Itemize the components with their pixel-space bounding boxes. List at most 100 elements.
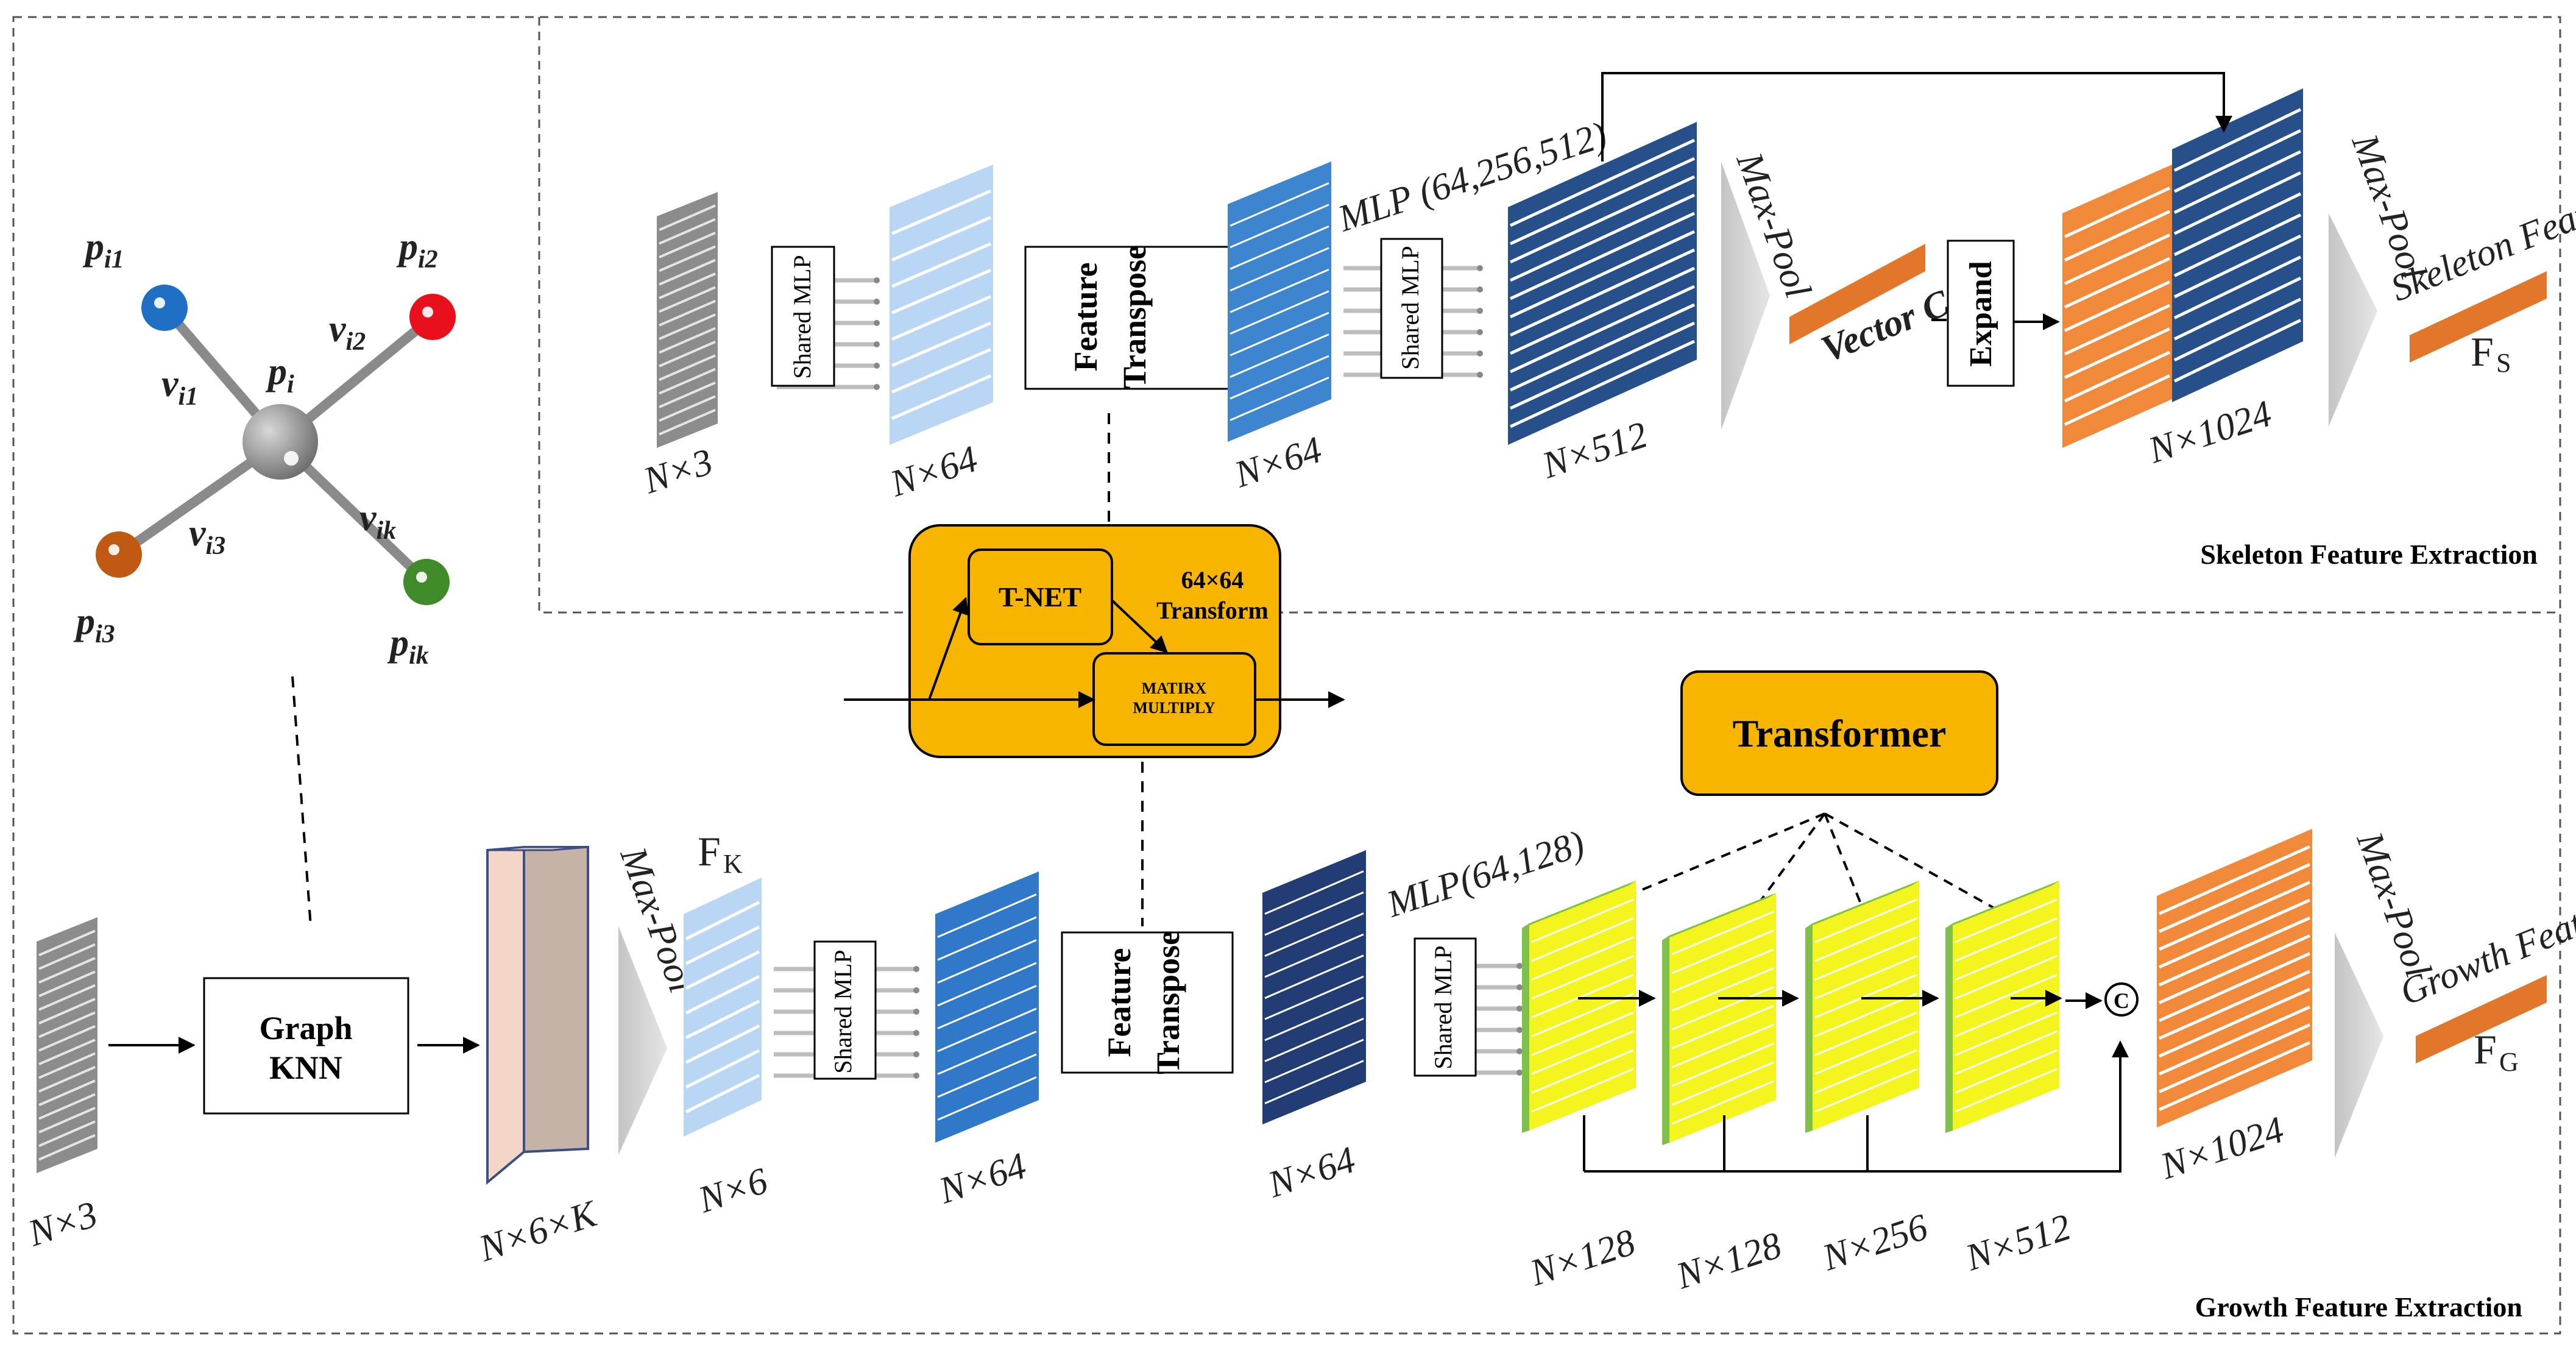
- skeleton-feature-transpose: Feature Transpose: [1024, 245, 1242, 390]
- skeleton-shared-mlp-1: Shared MLP: [771, 246, 880, 390]
- skeleton-skip-arrow: [1601, 72, 2232, 162]
- growth-shared-mlp-2: Shared MLP: [1414, 937, 1523, 1077]
- growth-dim-1024: N×1024: [2155, 1109, 2288, 1188]
- growth-maxpool-2-label: Max-Pool: [2349, 826, 2440, 983]
- growth-feature-bar: [2416, 975, 2547, 1063]
- dashed-link-graph: [291, 676, 312, 927]
- skeleton-shared-mlp-1-label: Shared MLP: [788, 255, 816, 378]
- growth-input-block: [37, 917, 97, 1173]
- transform-line2: Transform: [1156, 597, 1269, 624]
- growth-shared-mlp-1: Shared MLP: [774, 940, 919, 1080]
- edge-label-ik: vik: [359, 497, 396, 545]
- growth-ft-line1: Feature: [1101, 948, 1138, 1057]
- neighbor-point-icon-i2: [409, 294, 456, 340]
- growth-input-dim: N×3: [23, 1193, 102, 1254]
- transformer-box: Transformer: [1680, 670, 1998, 796]
- graph-knn-line2: KNN: [269, 1049, 342, 1086]
- growth-section-title: Growth Feature Extraction: [2195, 1291, 2522, 1322]
- skeleton-branch: N×3 Shared MLP N×64 Feature Transpose N×…: [638, 72, 2576, 570]
- neighbor-label-i2: pi2: [396, 226, 438, 274]
- skeleton-section-title: Skeleton Feature Extraction: [2200, 539, 2538, 570]
- skeleton-maxpool-2-icon: [2329, 213, 2377, 427]
- neighbor-label-i1: pi1: [82, 226, 124, 274]
- growth-feature-transpose: Feature Transpose: [1061, 931, 1234, 1074]
- growth-dim-64a: N×64: [933, 1145, 1031, 1212]
- growth-n1024-orange: [2157, 829, 2312, 1127]
- skeleton-maxpool-1-icon: [1721, 162, 1770, 430]
- growth-yellow-block-2: [1662, 893, 1776, 1145]
- tnet-label: T-NET: [999, 581, 1081, 612]
- concat-bus: [1583, 1040, 2129, 1173]
- graph-knn-line1: Graph: [259, 1010, 352, 1046]
- growth-yellow-block-4: [1945, 881, 2059, 1133]
- center-point-icon: [242, 404, 318, 480]
- skeleton-dim-64a: N×64: [885, 438, 982, 505]
- skeleton-input-block: [657, 192, 718, 448]
- skeleton-ft-line1: Feature: [1067, 263, 1104, 372]
- growth-dim-6: N×6: [693, 1160, 773, 1221]
- growth-n6-block: [684, 878, 762, 1137]
- vector-c-bar: [1789, 244, 1925, 344]
- skeleton-feature-bar: [2410, 271, 2547, 363]
- tnet-branch-arrow: [928, 597, 969, 700]
- growth-branch: N×3 Graph KNN N×6×K Max-Pool F K N×6 Sha…: [23, 670, 2576, 1322]
- growth-dim-yellow-2: N×128: [1671, 1224, 1786, 1297]
- growth-maxpool-1-icon: [618, 926, 667, 1155]
- center-point-label: pi: [265, 351, 294, 399]
- fg-label: F G: [2474, 1026, 2519, 1077]
- edge-label-i2: vi2: [329, 308, 366, 356]
- svg-text:F: F: [2474, 1026, 2497, 1073]
- section-borders: [12, 16, 2561, 1335]
- matmul-line2: MULTIPLY: [1133, 699, 1215, 717]
- skeleton-dim-512: N×512: [1537, 414, 1652, 486]
- edge-label-i3: vi3: [189, 513, 225, 560]
- growth-dim-yellow-3: N×256: [1817, 1206, 1933, 1279]
- transformer-attention-lines: [1605, 812, 2011, 931]
- matmul-line1: MATIRX: [1142, 680, 1207, 697]
- skeleton-ft-line2: Transpose: [1116, 245, 1153, 389]
- transform-line1: 64×64: [1181, 566, 1244, 594]
- growth-dim-64b: N×64: [1262, 1139, 1360, 1206]
- growth-shared-mlp-2-label: Shared MLP: [1429, 945, 1457, 1069]
- skeleton-n512-block: [1508, 122, 1697, 445]
- expand-label: Expand: [1964, 261, 1998, 367]
- neighbor-point-icon-i1: [141, 285, 188, 331]
- svg-text:G: G: [2499, 1047, 2519, 1077]
- transformer-label: Transformer: [1733, 712, 1947, 755]
- growth-maxpool-2-icon: [2335, 932, 2383, 1158]
- svg-text:C: C: [2114, 989, 2129, 1013]
- growth-dim-yellow-1: N×128: [1524, 1221, 1640, 1294]
- growth-dim-6k: N×6×K: [473, 1193, 603, 1270]
- skeleton-dim-1024: N×1024: [2143, 393, 2276, 472]
- growth-n64-block-b: [1262, 850, 1366, 1124]
- tnet-box: [968, 548, 1113, 645]
- fs-label: F S: [2471, 328, 2511, 378]
- outer-border: [12, 16, 2561, 1335]
- svg-text:F: F: [2471, 328, 2494, 375]
- growth-dim-yellow-4: N×512: [1960, 1206, 2076, 1279]
- tnet-transform-block: T-NET 64×64 Transform MATIRX MULTIPLY: [844, 524, 1345, 758]
- skeleton-dim-64b: N×64: [1229, 429, 1326, 496]
- skeleton-input-dim: N×3: [638, 441, 718, 502]
- growth-mlp-label: MLP(64,128): [1381, 823, 1589, 926]
- skeleton-section-border: [538, 17, 2560, 614]
- svg-text:F: F: [698, 828, 721, 875]
- svg-text:K: K: [723, 849, 743, 879]
- neighbor-point-icon-ik: [403, 559, 450, 605]
- skeleton-shared-mlp-2-label: Shared MLP: [1396, 246, 1424, 369]
- growth-yellow-block-1: [1522, 881, 1636, 1133]
- concat-node: C: [2104, 982, 2139, 1017]
- n6k-feature-block: [486, 845, 589, 1185]
- growth-ft-line2: Transpose: [1150, 931, 1186, 1074]
- graph-knn-box: Graph KNN: [203, 977, 409, 1115]
- expand-box: Expand: [1947, 240, 2015, 387]
- svg-text:S: S: [2496, 348, 2511, 378]
- growth-shared-mlp-1-label: Shared MLP: [829, 950, 857, 1073]
- skeleton-n64-block-a: [890, 165, 993, 445]
- edge-label-i1: vi1: [161, 363, 198, 411]
- growth-yellow-block-3: [1805, 881, 1919, 1133]
- neighbor-label-i3: pi3: [73, 601, 115, 648]
